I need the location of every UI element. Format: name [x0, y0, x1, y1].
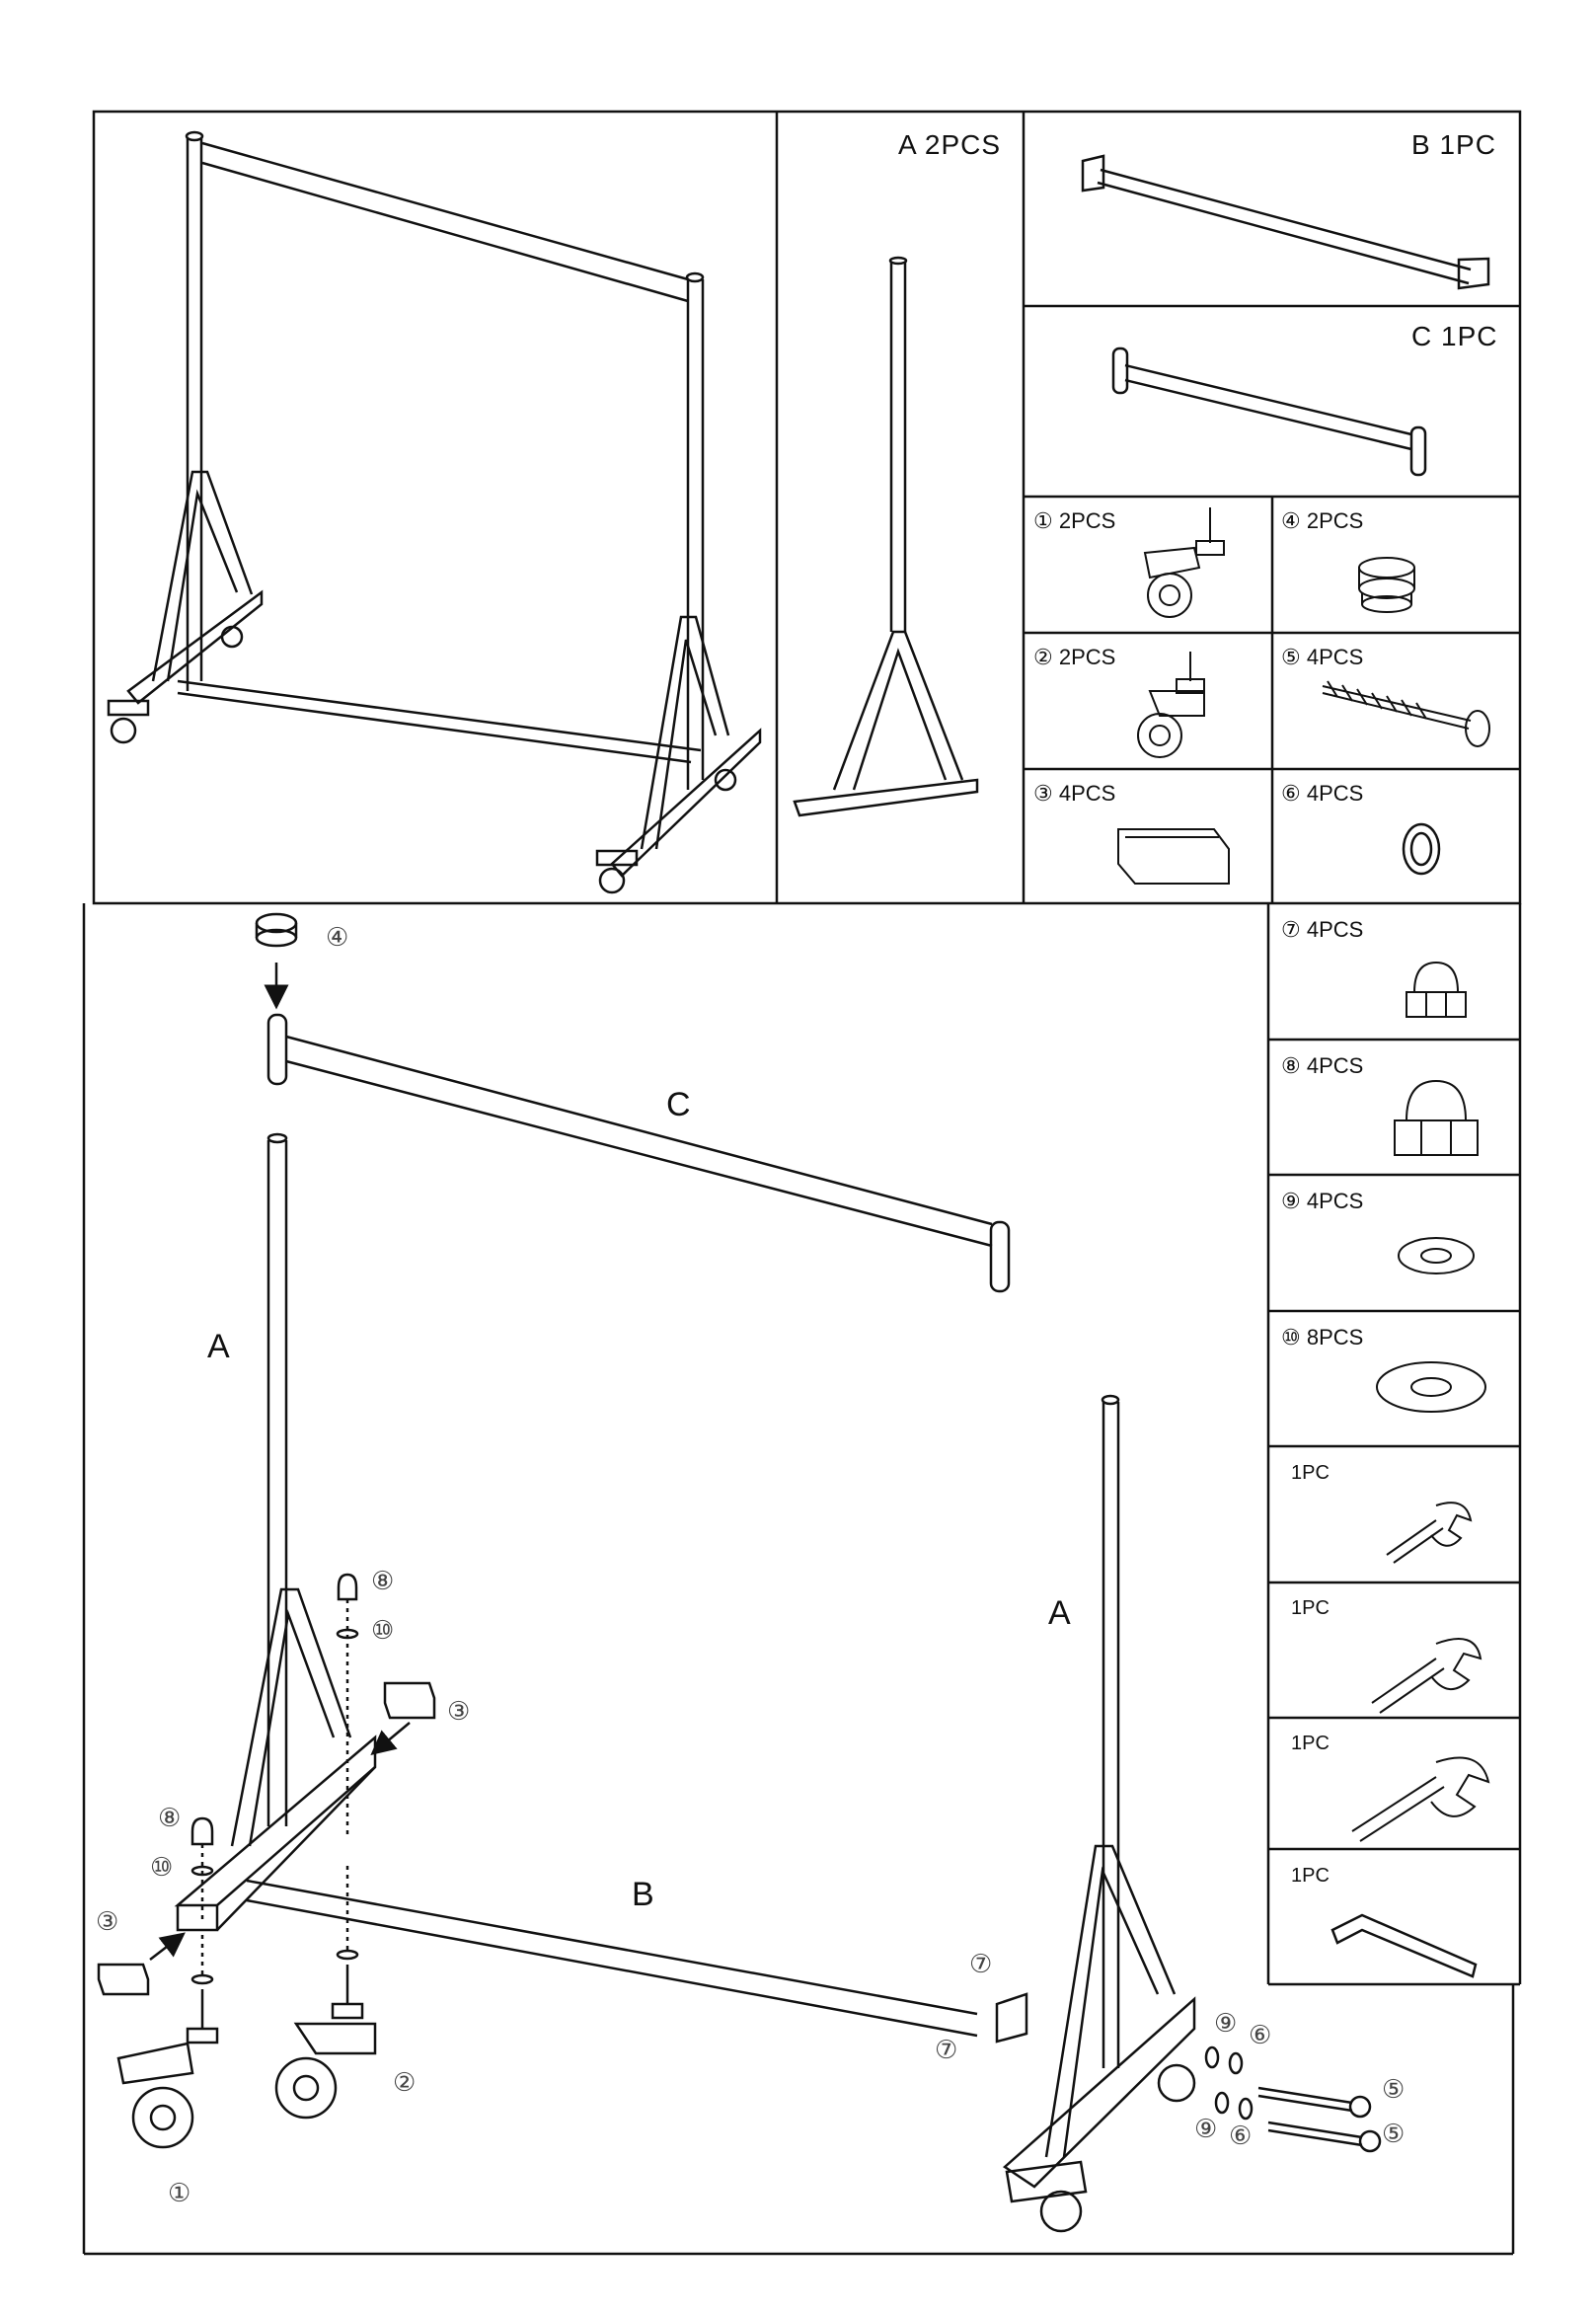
hardware-1-label: ① 2PCS	[1033, 508, 1115, 533]
part-c-illustration	[1111, 347, 1427, 477]
allen-key-icon	[1330, 1913, 1478, 1978]
callout-10-upper: ⑩	[371, 1616, 394, 1646]
part-a-label: A 2PCS	[898, 129, 1001, 160]
frame-lines	[82, 110, 1522, 2256]
hardware-3-label: ③ 4PCS	[1033, 781, 1115, 806]
callout-4: ④	[326, 923, 348, 953]
hardware-8-label: ⑧ 4PCS	[1281, 1053, 1363, 1078]
exploded-assembly-illustration	[97, 912, 1382, 2233]
callout-2: ②	[393, 2068, 416, 2098]
wrench-small-label: 1PC	[1291, 1462, 1330, 1484]
hardware-2-label: ② 2PCS	[1033, 645, 1115, 669]
spring-washer-icon	[1402, 822, 1441, 876]
assembly-label-c: C	[666, 1086, 691, 1123]
flat-washer-small-icon	[1398, 1237, 1475, 1274]
callout-5-lower: ⑤	[1382, 2120, 1405, 2149]
cap-nut-large-icon	[1394, 1079, 1479, 1156]
cap-nut-small-icon	[1406, 961, 1467, 1018]
hardware-5-label: ⑤ 4PCS	[1281, 645, 1363, 669]
part-b-label: B 1PC	[1411, 129, 1496, 160]
callout-7-lower: ⑦	[935, 2036, 957, 2065]
callout-3-lower: ③	[96, 1907, 118, 1937]
wrench-small-icon	[1386, 1502, 1473, 1564]
assembled-rack-illustration	[107, 130, 762, 894]
part-b-illustration	[1081, 154, 1490, 290]
end-cap-round-icon	[1358, 557, 1415, 613]
wrench-large-icon	[1351, 1756, 1490, 1842]
callout-7-upper: ⑦	[969, 1950, 992, 1979]
caster-brake-icon	[1143, 507, 1225, 618]
callout-9-lower: ⑨	[1194, 2115, 1217, 2144]
allen-key-label: 1PC	[1291, 1865, 1330, 1887]
wrench-medium-icon	[1371, 1638, 1482, 1714]
flat-washer-large-icon	[1376, 1361, 1486, 1413]
hardware-6-label: ⑥ 4PCS	[1281, 781, 1363, 806]
callout-8-upper: ⑧	[371, 1567, 394, 1596]
callout-6-lower: ⑥	[1229, 2122, 1252, 2151]
bolt-icon	[1322, 680, 1490, 747]
hardware-4-label: ④ 2PCS	[1281, 508, 1363, 533]
assembly-label-a-left: A	[207, 1328, 230, 1365]
wrench-large-label: 1PC	[1291, 1733, 1330, 1754]
callout-10-lower: ⑩	[150, 1853, 173, 1883]
hardware-7-label: ⑦ 4PCS	[1281, 917, 1363, 942]
hardware-9-label: ⑨ 4PCS	[1281, 1189, 1363, 1213]
caster-icon	[1137, 652, 1205, 758]
callout-3-upper: ③	[447, 1697, 470, 1727]
callout-9-upper: ⑨	[1214, 2009, 1237, 2039]
callout-1: ①	[168, 2179, 190, 2208]
callout-6-upper: ⑥	[1249, 2021, 1271, 2050]
wrench-medium-label: 1PC	[1291, 1597, 1330, 1619]
end-cap-rectangular-icon	[1117, 828, 1230, 885]
hardware-10-label: ⑩ 8PCS	[1281, 1325, 1363, 1350]
callout-8-lower: ⑧	[158, 1804, 181, 1833]
assembly-label-b: B	[632, 1876, 654, 1913]
part-a-illustration	[793, 256, 979, 817]
callout-5-upper: ⑤	[1382, 2075, 1405, 2105]
part-c-label: C 1PC	[1411, 321, 1497, 351]
assembly-label-a-right: A	[1048, 1594, 1071, 1632]
